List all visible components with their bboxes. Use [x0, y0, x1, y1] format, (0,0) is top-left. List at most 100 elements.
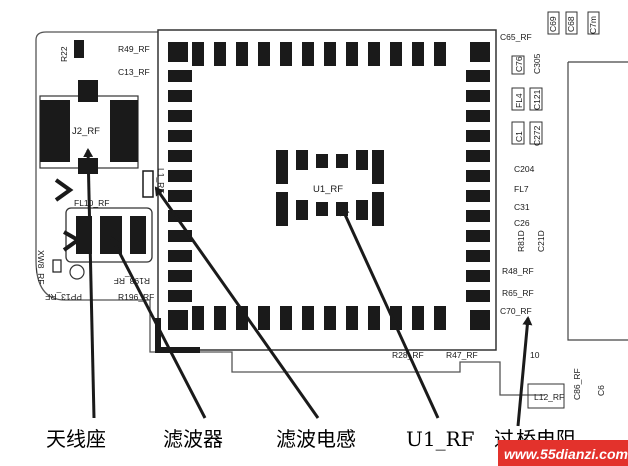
label-c13: C13_RF: [118, 67, 150, 77]
label-c1: C1: [514, 131, 524, 142]
u1-pad-corner: [470, 42, 490, 62]
watermark-band: [498, 440, 628, 466]
label-r81d: R81D: [516, 230, 526, 252]
caption-filter: 滤波器: [163, 427, 223, 451]
label-c6: C6: [596, 385, 606, 396]
u1-pad-bottom: [412, 306, 424, 330]
fl10-pad-1: [76, 216, 92, 254]
u1-center-pad: [316, 202, 328, 216]
l1-inductor-pad: [142, 170, 154, 198]
label-r196: R196_RF: [118, 292, 154, 302]
u1-center-pad: [356, 200, 368, 220]
label-c121: C121: [532, 89, 542, 110]
u1-center-pads: [276, 150, 384, 226]
u1-pad-corner: [470, 310, 490, 330]
label-c21d: C21D: [536, 230, 546, 252]
l12-outline: [527, 383, 565, 409]
u1-center-pad: [372, 192, 384, 226]
caption-inductor: 滤波电感: [276, 427, 356, 451]
u1-center-pad: [296, 200, 308, 220]
u1-pad-top: [258, 42, 270, 66]
label-c7m: C7m: [588, 16, 598, 34]
label-r48: R48_RF: [502, 266, 534, 276]
u1-pad-left: [168, 150, 192, 162]
u1-center-pad: [372, 150, 384, 184]
u1-pad-top: [214, 42, 226, 66]
label-xw8: XW8_RF: [36, 250, 46, 284]
u1-pad-right: [466, 90, 490, 102]
arrow-u1: [340, 206, 440, 419]
u1-center-pad: [276, 150, 288, 184]
u1-pad-bottom: [390, 306, 402, 330]
label-c68: C68: [566, 16, 576, 32]
u1-pad-bottom: [434, 306, 446, 330]
label-r22: R22: [59, 46, 69, 62]
direction-mark-lower: [62, 230, 82, 252]
u1-pad-left: [168, 90, 192, 102]
u1-pad-right: [466, 230, 490, 242]
label-c26: C26: [514, 218, 530, 228]
u1-pad-right: [466, 130, 490, 142]
u1-center-pad: [356, 150, 368, 170]
u1-pad-top: [192, 42, 204, 66]
label-c70: C70_RF: [500, 306, 532, 316]
u1-pad-left: [168, 190, 192, 202]
u1-pad-left: [168, 130, 192, 142]
u1-pad-right: [466, 290, 490, 302]
u1-pad-top: [346, 42, 358, 66]
label-c305: C305: [532, 53, 542, 74]
u1-pad-right: [466, 110, 490, 122]
right-pad-c68: [565, 11, 578, 35]
label-c31: C31: [514, 202, 530, 212]
u1-pad-bottom: [258, 306, 270, 330]
label-l12: L12_RF: [534, 392, 564, 402]
u1-pad-left: [168, 250, 192, 262]
r22-pad: [74, 40, 84, 58]
right-pad-c7m: [587, 11, 600, 35]
caption-antenna: 天线座: [46, 427, 106, 451]
direction-mark-upper: [54, 178, 74, 202]
u1-pad-bottom: [346, 306, 358, 330]
label-fl10: FL10_RF: [74, 198, 109, 208]
u1-center-pad: [276, 192, 288, 226]
xw8-pad: [52, 259, 62, 273]
label-c272: C272: [532, 125, 542, 146]
u1-pad-bottom: [192, 306, 204, 330]
u1-center-pad: [316, 154, 328, 168]
label-r49: R49_RF: [118, 44, 150, 54]
u1-pad-top: [324, 42, 336, 66]
j2-pad-left: [40, 100, 70, 162]
u1-pad-top: [302, 42, 314, 66]
label-r65: R65_RF: [502, 288, 534, 298]
u1-pad-corner: [168, 310, 188, 330]
pointer-arrows: [83, 148, 533, 427]
watermark-text: www.55dianzi.com: [504, 446, 628, 462]
arrow-inductor: [154, 186, 320, 419]
label-r47: R47_RF: [446, 350, 478, 360]
right-pad-c69: [547, 11, 560, 35]
arrow-antenna: [83, 148, 96, 419]
u1-pad-top: [390, 42, 402, 66]
u1-pad-left: [168, 70, 192, 82]
u1-pad-right: [466, 210, 490, 222]
label-j2: J2_RF: [72, 126, 100, 137]
u1-pad-left: [168, 290, 192, 302]
arrow-filter: [110, 236, 207, 419]
right-pad-c272: [529, 121, 543, 145]
label-r198: R198_RF: [114, 276, 150, 286]
u1-center-pad: [296, 150, 308, 170]
label-c86: C86_RF: [572, 368, 582, 400]
u1-pad-right: [466, 150, 490, 162]
u1-center-pad: [336, 154, 348, 168]
u1-pad-right: [466, 170, 490, 182]
u1-pad-right: [466, 270, 490, 282]
u1-pad-bottom: [280, 306, 292, 330]
label-l1: L1_RF: [156, 168, 166, 194]
j2-pad-right: [110, 100, 138, 162]
caption-u1: U1_RF: [406, 427, 475, 451]
u1-pad-right: [466, 190, 490, 202]
u1-pad-top: [280, 42, 292, 66]
component-labels: R22 R49_RF C13_RF C65_RF C69 C68 C7m C76…: [36, 16, 606, 402]
arrow-bridge: [516, 316, 533, 427]
